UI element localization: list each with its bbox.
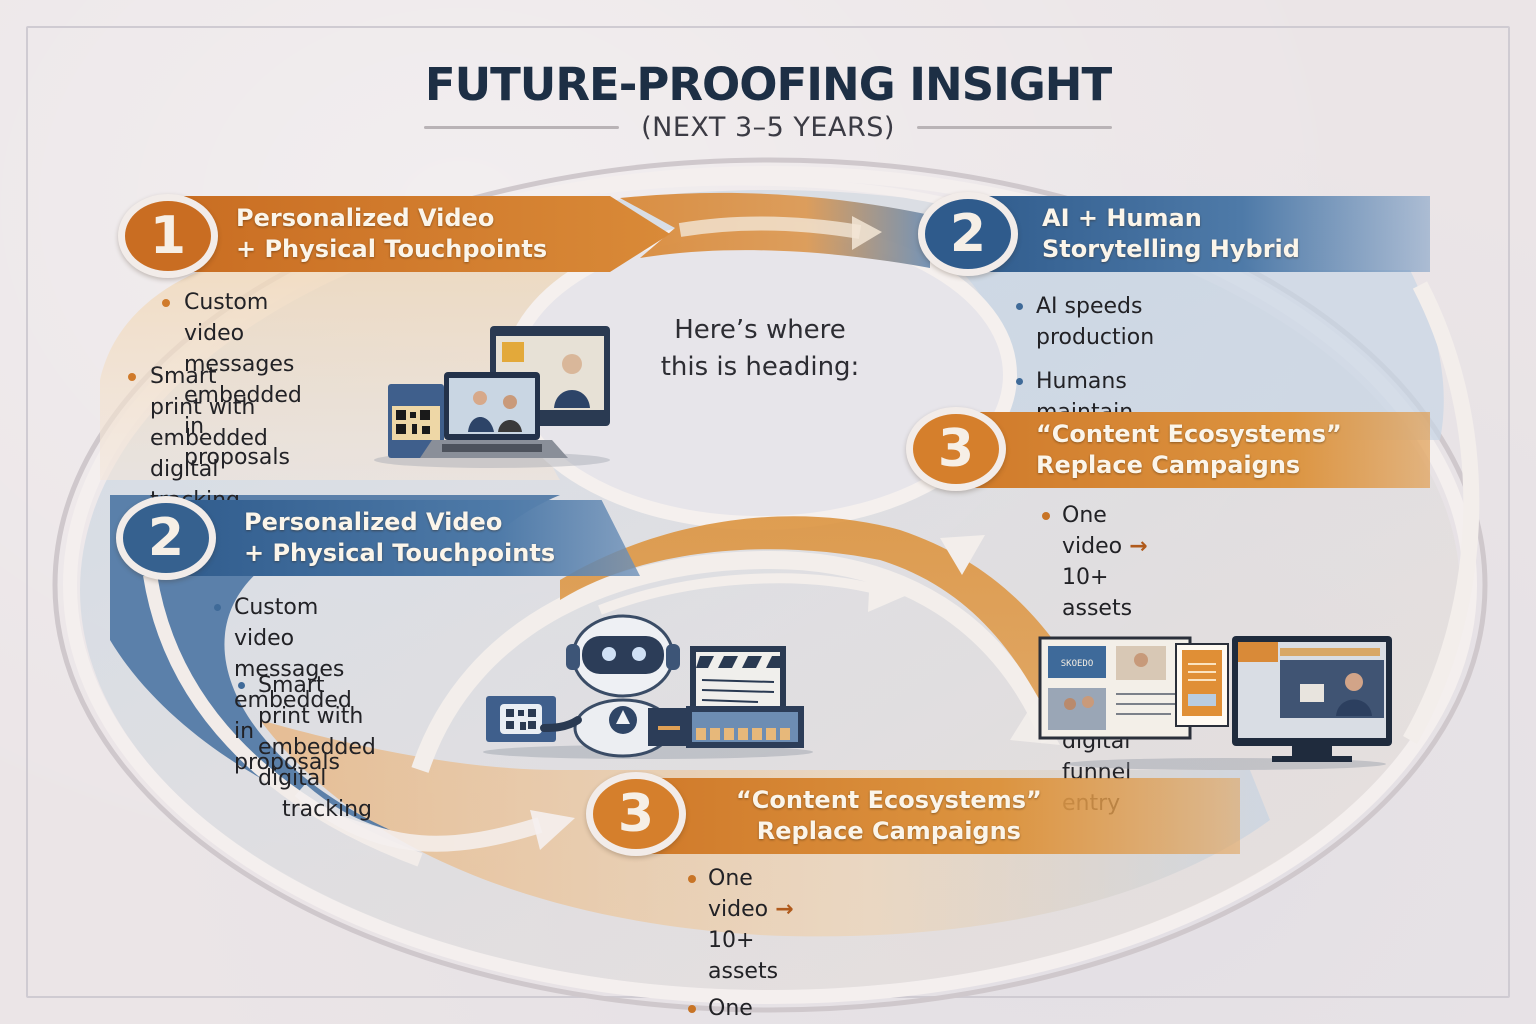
stage-3-right-title: “Content Ecosystems” Replace Campaigns [1036, 420, 1342, 479]
right-arrow-icon: → [1129, 534, 1148, 559]
bullet-dot-icon [1016, 303, 1023, 310]
stage-2-left-title: Personalized Video + Physical Touchpoint… [244, 508, 556, 567]
bullet-dot-icon [238, 682, 245, 689]
stage-3-bottom-bullet-2: One brochure → digital funnel entry [686, 993, 806, 1024]
stage-2-bullet-1: AI speeds production [1014, 291, 1168, 353]
stage-2-number-badge: 2 [918, 192, 1018, 276]
stage-2-title: AI + Human Storytelling Hybrid [1042, 204, 1300, 263]
center-caption-line2: this is heading: [660, 352, 860, 382]
stage-1-banner: Personalized Video + Physical Touchpoint… [170, 196, 670, 272]
stage-3-right-banner: “Content Ecosystems” Replace Campaigns [960, 412, 1430, 488]
bullet-dot-icon [128, 373, 136, 381]
stage-3-bottom-banner: “Content Ecosystems” Replace Campaigns [640, 778, 1240, 854]
bullet-dot-icon [1016, 378, 1023, 385]
stage-3-bottom-number-badge: 3 [586, 772, 686, 856]
stage-3-bottom-title: “Content Ecosystems” Replace Campaigns [736, 786, 1042, 845]
center-caption-line1: Here’s where [674, 315, 846, 345]
stage-1-bullets: Custom video messages embedded in propos… [160, 287, 302, 473]
subtitle-rule-left [424, 126, 620, 129]
stage-1-bullet-1: Custom video messages embedded in propos… [160, 287, 302, 473]
bullet-dot-icon [1042, 512, 1050, 520]
page-subtitle: (NEXT 3–5 YEARS) [641, 112, 895, 143]
stage-2-banner: AI + Human Storytelling Hybrid [960, 196, 1430, 272]
robot-illustration [483, 614, 813, 759]
subtitle-rule-right [916, 126, 1112, 129]
subtitle-row: (NEXT 3–5 YEARS) [0, 112, 1536, 143]
right-arrow-icon: → [775, 897, 794, 922]
stage-1-title: Personalized Video + Physical Touchpoint… [236, 204, 548, 263]
bullet-dot-icon [214, 604, 221, 611]
stage-3-right-bullet-1: One video → 10+ assets [1040, 500, 1160, 624]
stage-2-left-banner: Personalized Video + Physical Touchpoint… [160, 500, 640, 576]
brochure-and-monitor-illustration: SKOEDO [1038, 636, 1392, 770]
brochure-heading-text: SKOEDO [1061, 659, 1094, 669]
stage-2-left-number-badge: 2 [116, 496, 216, 580]
bullet-dot-icon [162, 299, 170, 307]
bullet-dot-icon [688, 1005, 696, 1013]
bullet-dot-icon [688, 875, 696, 883]
stage-1-number-badge: 1 [118, 194, 218, 278]
stage-2-left-bullet-1: Custom video messages embedded in propos… [212, 592, 352, 778]
page-title: FUTURE-PROOFING INSIGHT [424, 58, 1112, 111]
stage-3-right-number-badge: 3 [906, 407, 1006, 491]
stage-2-left-bullet-2: Smart print with embedded digital tracki… [236, 670, 376, 825]
center-caption: Here’s where this is heading: [610, 312, 910, 386]
stage-3-bottom-bullet-1: One video → 10+ assets [686, 863, 806, 987]
stage-1-bullets-2: Smart print with embedded digital tracki… [126, 361, 268, 516]
devices-video-call-illustration [374, 326, 610, 468]
stage-3-bottom-bullets: One video → 10+ assets One brochure → di… [686, 863, 806, 1024]
stage-2-left-bullets-2: Smart print with embedded digital tracki… [236, 670, 376, 825]
stage-2-left-bullets: Custom video messages embedded in propos… [212, 592, 352, 778]
stage-1-bullet-2: Smart print with embedded digital tracki… [126, 361, 268, 516]
